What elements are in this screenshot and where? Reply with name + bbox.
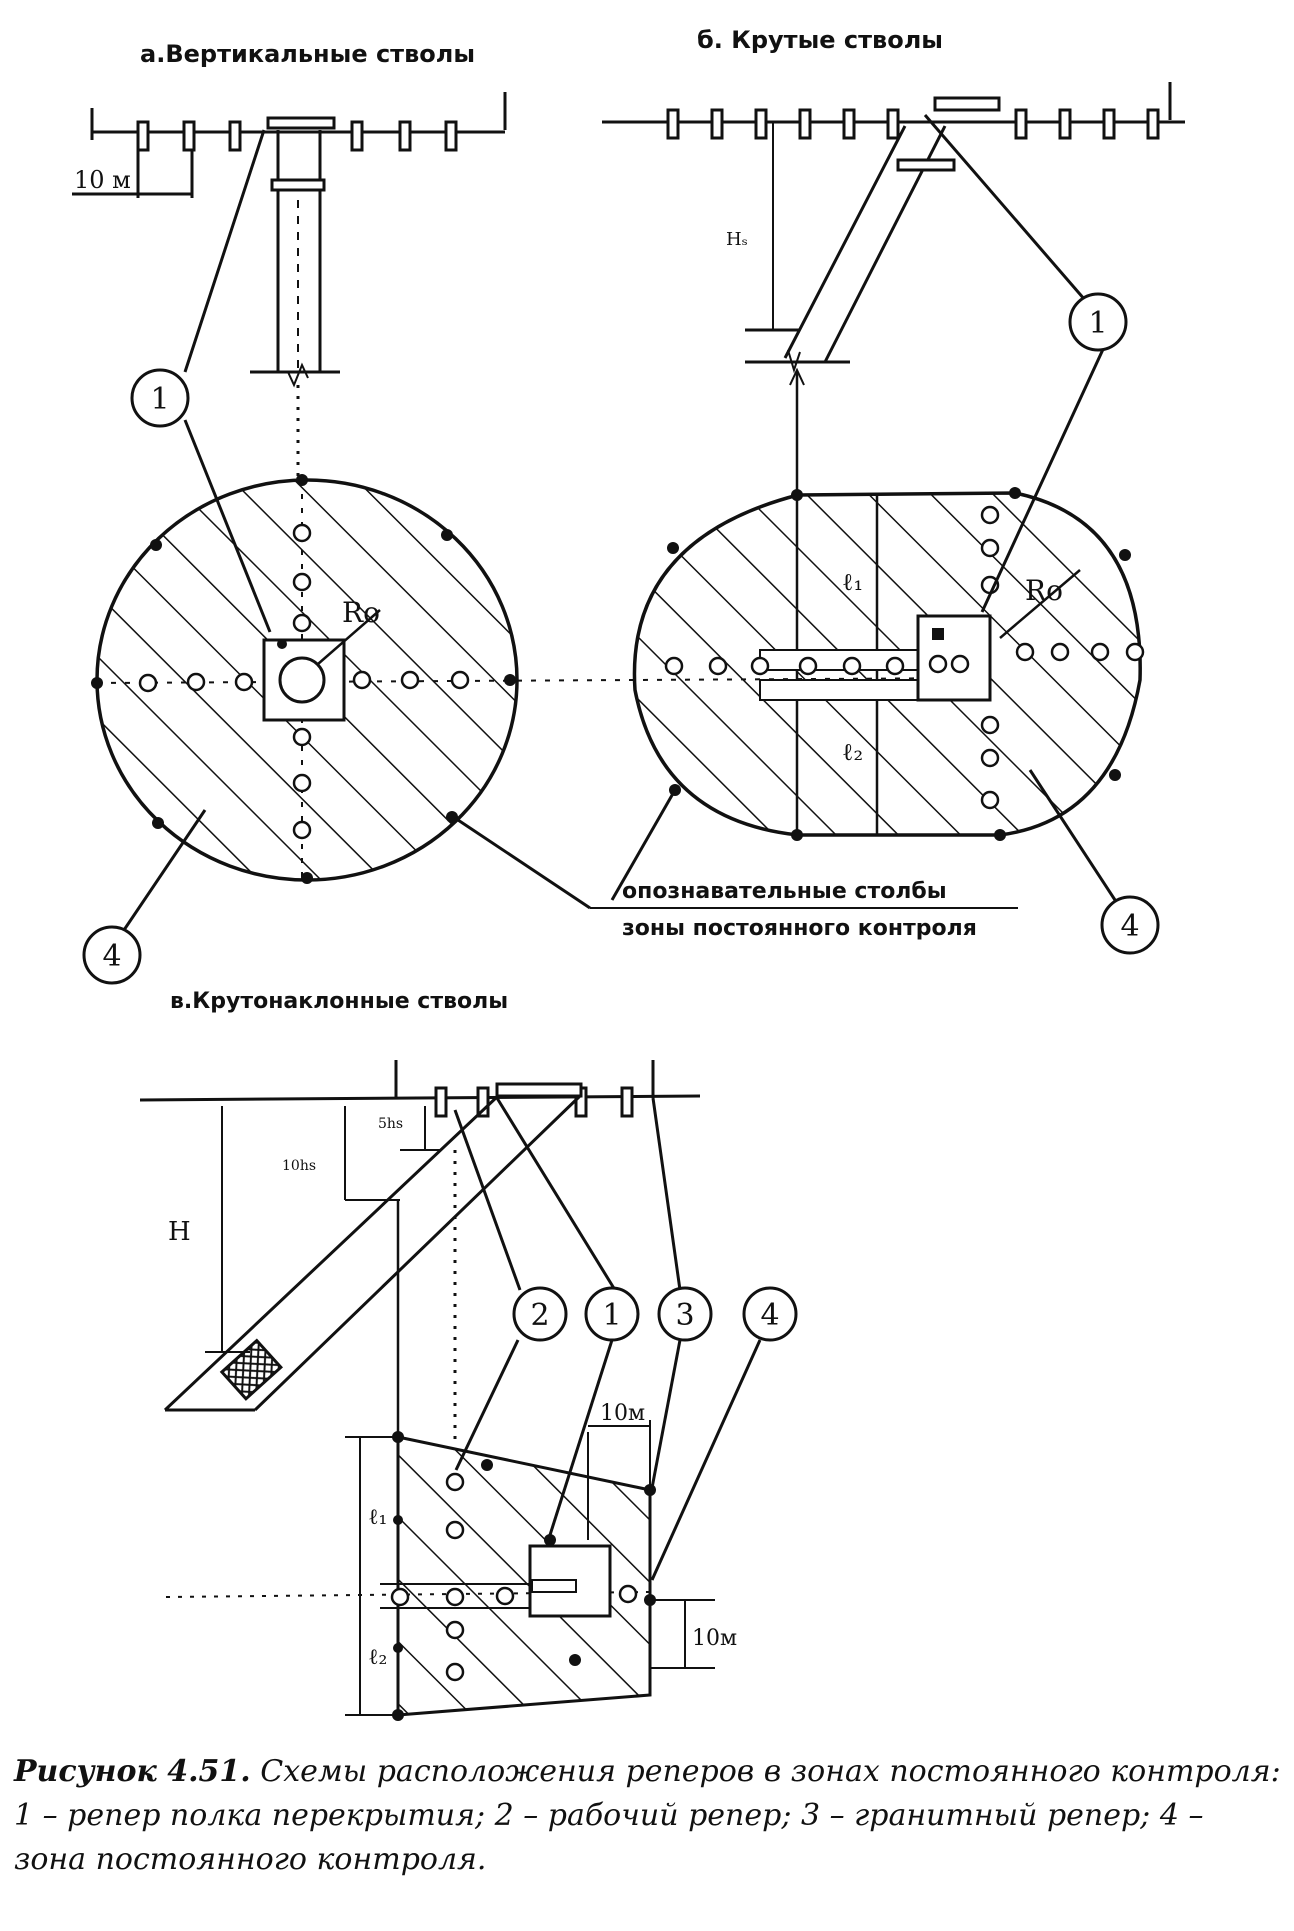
panel-v-title: в.Крутонаклонные стволы: [170, 989, 508, 1014]
callout-4-a: 4: [102, 939, 121, 974]
markers-label-line1: опознавательные столбы: [622, 879, 947, 904]
ro-label-b: Ro: [1025, 574, 1063, 607]
l-top-label-b: ℓ₁: [842, 568, 863, 596]
panel-a-title: а.Вертикальные стволы: [140, 40, 475, 68]
callout-3-v: 3: [675, 1298, 694, 1333]
callout-1-a: 1: [150, 382, 169, 417]
benchmark-layout-diagram: а.Вертикальные стволы 10 м: [72, 26, 1185, 1721]
callout-1-v: 1: [602, 1298, 621, 1333]
callout-4-v: 4: [760, 1298, 779, 1333]
caption-line-3: зона постоянного контроля.: [14, 1842, 487, 1877]
markers-leader: опознавательные столбы зоны постоянного …: [454, 789, 1018, 941]
markers-label-line2: зоны постоянного контроля: [622, 916, 977, 941]
caption-line-1: Рисунок 4.51. Схемы расположения реперов…: [14, 1750, 1284, 1794]
panel-b-steep-shafts: б. Крутые стволы Hₛ ℓ₁ ℓ₂: [602, 26, 1185, 955]
callout-1-b: 1: [1088, 306, 1107, 341]
l-bottom-label-v: ℓ₂: [368, 1645, 387, 1670]
l-top-label-v: ℓ₁: [368, 1505, 387, 1530]
panel-b-title: б. Крутые стволы: [697, 26, 943, 54]
caption-line-2: 1 – репер полка перекрытия; 2 – рабочий …: [14, 1798, 1204, 1833]
dist-10m-side-v: 10м: [692, 1626, 737, 1651]
ro-label-a: Ro: [342, 596, 380, 629]
tenhs-label: 10hs: [282, 1158, 316, 1174]
l-bottom-label-b: ℓ₂: [842, 738, 863, 766]
shs-label: 5hs: [378, 1116, 403, 1132]
callout-2-v: 2: [530, 1298, 549, 1333]
panel-v-steep-inclined-shafts: в.Крутонаклонные стволы H 5hs 10hs: [139, 989, 798, 1721]
dist-10m-label: 10 м: [74, 166, 131, 194]
callout-4-b: 4: [1120, 909, 1139, 944]
caption-title: Рисунок 4.51.: [14, 1754, 251, 1789]
h-label-v: H: [168, 1217, 191, 1247]
dist-10m-top-v: 10м: [600, 1401, 645, 1426]
figure-caption: Рисунок 4.51. Схемы расположения реперов…: [14, 1750, 1284, 1882]
caption-text-1: Схемы расположения реперов в зонах посто…: [250, 1754, 1281, 1789]
hs-label-b: Hₛ: [726, 229, 748, 250]
